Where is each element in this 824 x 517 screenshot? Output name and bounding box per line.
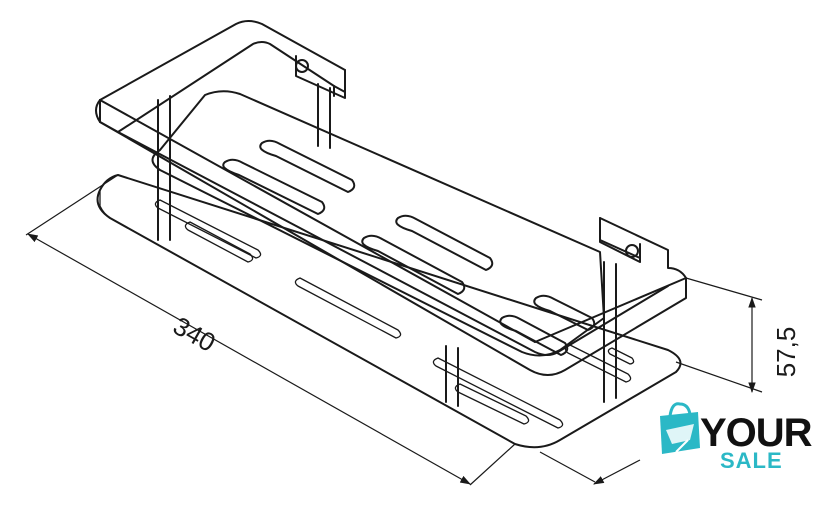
logo-word-sale: SALE	[720, 448, 783, 473]
support-posts	[157, 83, 617, 407]
shopping-bag-icon	[660, 402, 700, 454]
your-sale-logo: YOUR SALE	[660, 402, 814, 473]
top-surface-slots	[222, 139, 596, 356]
wall-mount-brackets	[295, 55, 641, 263]
length-dimension: 340	[25, 174, 516, 486]
logo-word-your: YOUR	[700, 411, 813, 455]
height-dimension-label: 57,5	[771, 327, 801, 378]
shelf-top-surface	[151, 90, 605, 357]
height-dimension: 57,5	[675, 277, 801, 394]
depth-extension-line	[539, 451, 641, 485]
